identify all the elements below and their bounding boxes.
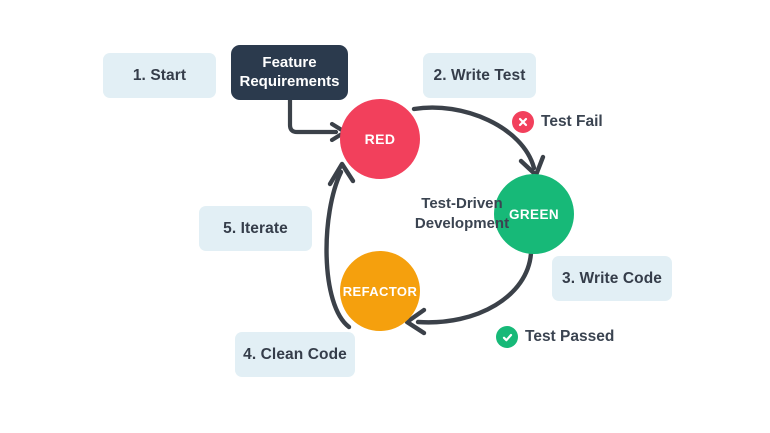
step-box-write-code[interactable]: 3. Write Code [552,256,672,301]
cycle-node-red[interactable]: RED [340,99,420,179]
step-box-write-test[interactable]: 2. Write Test [423,53,536,98]
feature-requirements-node[interactable]: Feature Requirements [231,45,348,100]
cycle-node-green-label: GREEN [508,206,559,222]
step-box-clean-code-label: 4. Clean Code [243,345,347,363]
diagram-center-caption: Test-Driven Development [387,194,537,235]
center-caption-line1: Test-Driven [421,195,503,212]
step-box-start[interactable]: 1. Start [103,53,216,98]
step-box-iterate[interactable]: 5. Iterate [199,206,312,251]
status-marker-test-fail: Test Fail [512,111,603,133]
step-box-clean-code[interactable]: 4. Clean Code [235,332,355,377]
feature-requirements-line1: Feature [262,53,317,71]
center-caption-line2: Development [414,215,510,233]
cycle-node-refactor-label: REFACTOR [342,283,418,299]
step-box-write-test-label: 2. Write Test [433,66,526,84]
status-marker-test-fail-label: Test Fail [541,113,603,130]
arrow-green-to-refactor [404,250,534,336]
status-marker-test-passed: Test Passed [496,326,614,348]
step-box-iterate-label: 5. Iterate [223,219,288,237]
step-box-write-code-label: 3. Write Code [561,269,663,287]
feature-requirements-text: Feature Requirements [239,54,339,92]
status-marker-test-passed-label: Test Passed [525,328,615,345]
arrow-requirements-to-red [287,97,348,143]
step-box-start-label: 1. Start [132,66,187,84]
cycle-node-green[interactable]: GREEN [494,174,574,254]
cross-circle-icon [512,111,534,133]
check-circle-icon [496,326,518,348]
feature-requirements-line2: Requirements [239,72,340,90]
cycle-node-refactor[interactable]: REFACTOR [340,251,420,331]
cycle-node-red-label: RED [364,131,396,147]
